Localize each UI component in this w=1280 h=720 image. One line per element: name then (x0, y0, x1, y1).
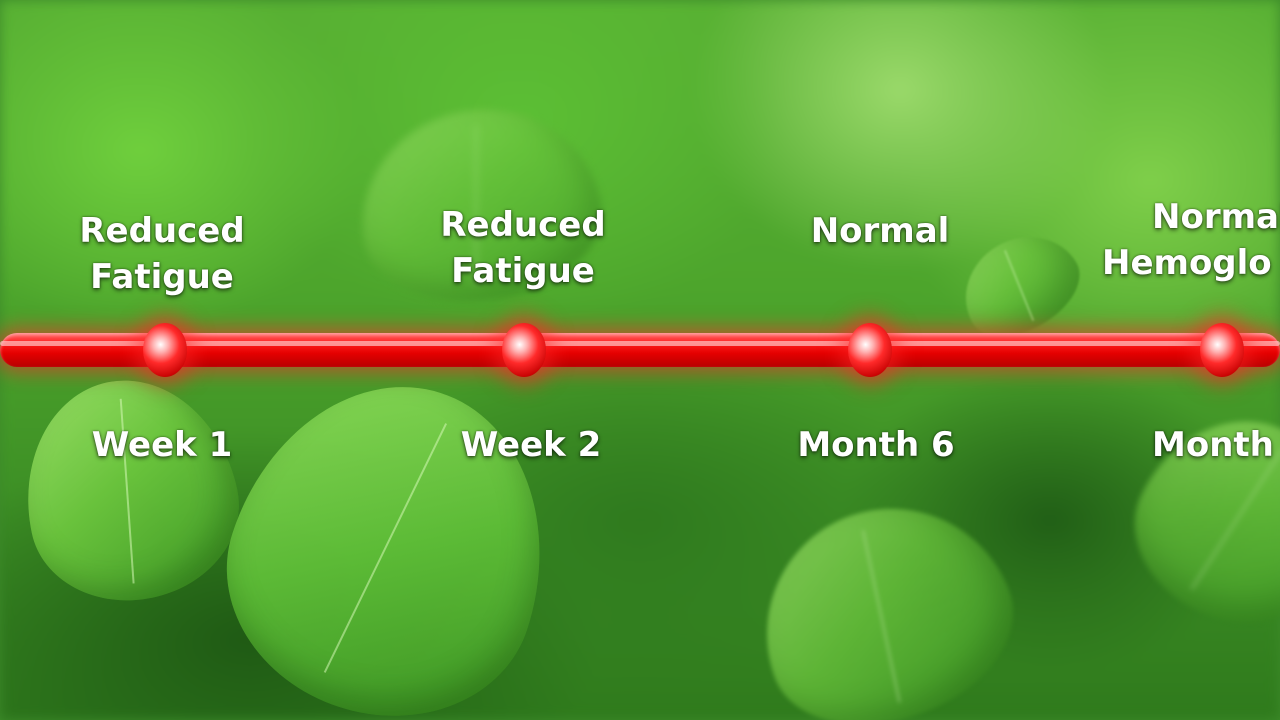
milestone-time: Month (1152, 425, 1274, 465)
milestone-outcome-line: Normal (1152, 197, 1280, 237)
milestone-outcome: Reduced Fatigue (79, 208, 244, 300)
milestone-outcome-line: Fatigue (451, 251, 595, 291)
milestone-time: Week 1 (91, 425, 233, 465)
milestone-outcome-line: Reduced (79, 211, 245, 251)
milestone-time: Week 2 (460, 425, 602, 465)
milestone-outcome: Reduced Fatigue (440, 202, 605, 294)
timeline-node (143, 323, 187, 377)
milestone-outcome-line: Fatigue (90, 257, 234, 297)
milestone-outcome-line: Reduced (440, 205, 606, 245)
milestone-time: Month 6 (797, 425, 955, 465)
milestone-outcome: Normal Hemoglo (1102, 194, 1280, 286)
milestone-outcome-line: Normal (810, 211, 950, 251)
timeline-node (1200, 323, 1244, 377)
timeline-bar (0, 333, 1280, 367)
milestone-outcome: Normal (811, 208, 950, 254)
timeline-node (502, 323, 546, 377)
timeline-node (848, 323, 892, 377)
milestone-outcome-line: Hemoglo (1102, 243, 1272, 283)
